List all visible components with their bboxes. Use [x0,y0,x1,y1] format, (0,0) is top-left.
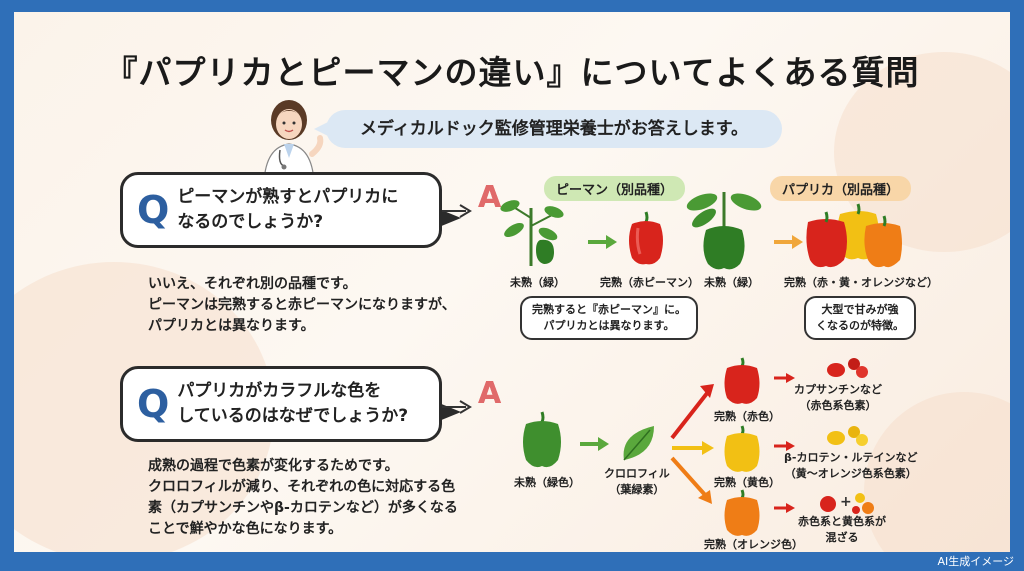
arrow-icon [580,437,609,451]
arrow-icon [774,373,795,383]
unripe-green-label: 未熟（緑色） [514,476,580,489]
paprika-note-line2: くなるのが特徴。 [816,318,904,332]
header-speech-bubble: メディカルドック監修管理栄養士がお答えします。 [314,110,782,148]
faq1-question-line2: なるのでしょうか? [177,212,324,232]
piman-note-line1: 完熟すると『赤ピーマン』に。 [532,303,686,316]
faq2-answer-line1: 成熟の過程で色素が変化するためです。 [148,458,399,474]
svg-text:+: + [840,494,852,510]
paprika-note: 大型で甘みが強 くなるのが特徴。 [804,296,916,340]
orange-paprika-icon [724,489,760,536]
arrow-icon [774,503,795,513]
red-pigment-line1: カプサンチンなど [794,383,882,396]
faq2-answer-line2: クロロフィルが減り、それぞれの色に対応する色 [148,479,456,495]
faq2-question-box: Q パプリカがカラフルな色を しているのはなぜでしょうか? [120,366,461,442]
red-pepper-icon [629,211,663,265]
paprika-note-line1: 大型で甘みが強 [821,303,899,316]
dietitian-illustration [263,100,324,183]
q-icon: Q [137,188,170,232]
piman-unripe-label: 未熟（緑） [510,276,565,289]
faq1-question-box: Q ピーマンが熟すとパプリカに なるのでしょうか? [120,172,461,248]
mix-line1: 赤色系と黄色系が [798,515,886,528]
ai-generated-label: AI生成イメージ [937,555,1014,568]
faq1-answer-line3: パプリカとは異なります。 [148,318,315,334]
mixed-pigment-icon: + [820,493,874,514]
yellow-pigment-label: β-カロテン・ルテインなど （黄〜オレンジ色系色素） [784,450,917,482]
green-pepper-plant-icon [500,200,564,266]
colorful-paprika-icon [806,203,902,268]
piman-ripe-label: 完熟（赤ピーマン） [600,276,699,289]
infographic-canvas: 『パプリカとピーマンの違い』についてよくある質問 メディカルドック監修管理栄養士… [14,12,1010,552]
arrow-icon [442,204,472,218]
piman-note-line2: パプリカとは異なります。 [543,318,675,332]
faq1-question-line1: ピーマンが熟すとパプリカに [177,187,399,208]
ripe-orange-label: 完熟（オレンジ色） [704,538,803,551]
yellow-pigment-line2: （黄〜オレンジ色系色素） [784,466,917,480]
arrow-icon [774,441,795,451]
paprika-ripe-label: 完熟（赤・黄・オレンジなど） [784,276,938,289]
red-pigment-label: カプサンチンなど （赤色系色素） [794,382,882,414]
faq2-question-line1: パプリカがカラフルな色を [177,381,382,402]
green-paprika-plant-icon [686,192,762,270]
paprika-variety-tag: パプリカ（別品種） [770,176,912,201]
ripe-yellow-label: 完熟（黄色） [714,476,780,489]
faq2-answer-line3: 素（カプサンチンやβ-カロテンなど）が多くなる [148,500,458,516]
mixed-pigment-label: 赤色系と黄色系が 混ざる [798,514,886,546]
paprika-unripe-label: 未熟（緑） [704,276,759,289]
chlorophyll-line2: （葉緑素） [609,482,665,496]
leaf-icon [623,426,654,461]
a-icon: A [478,180,502,215]
red-pigment-line2: （赤色系色素） [799,398,877,412]
page-title: 『パプリカとピーマンの違い』についてよくある質問 [104,53,920,92]
faq2-answer-line4: ことで鮮やかな色になります。 [148,521,343,537]
q-icon: Q [137,382,170,426]
faq1-answer-line1: いいえ、それぞれ別の品種です。 [148,276,357,292]
arrow-icon [774,235,803,249]
yellow-pigment-line1: β-カロテン・ルテインなど [784,451,918,464]
a-icon: A [478,376,502,411]
branch-arrows [670,384,714,504]
chlorophyll-label: クロロフィル （葉緑素） [604,466,670,498]
red-paprika-icon [724,357,760,404]
ripe-red-label: 完熟（赤色） [714,410,780,423]
faq2-answer: 成熟の過程で色素が変化するためです。 クロロフィルが減り、それぞれの色に対応する… [148,456,458,540]
mix-line2: 混ざる [825,530,859,544]
green-paprika-icon [523,411,561,468]
chlorophyll-line1: クロロフィル [604,467,670,480]
faq1-answer: いいえ、それぞれ別の品種です。 ピーマンは完熟すると赤ピーマンになりますが、 パ… [148,274,456,337]
piman-variety-tag: ピーマン（別品種） [544,176,686,201]
faq2-question-line2: しているのはなぜでしょうか? [177,406,409,426]
red-pigment-icon [827,358,868,378]
yellow-paprika-icon [724,425,760,472]
arrow-icon [588,235,617,249]
arrow-icon [442,400,472,414]
yellow-pigment-icon [827,426,868,446]
piman-note: 完熟すると『赤ピーマン』に。 パプリカとは異なります。 [520,296,698,340]
faq1-answer-line2: ピーマンは完熟すると赤ピーマンになりますが、 [148,297,456,313]
